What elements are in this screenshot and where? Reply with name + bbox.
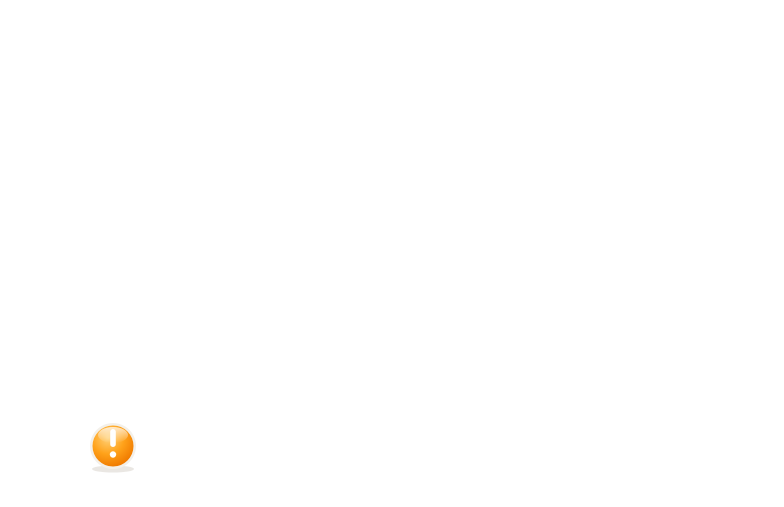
warning-exclamation-icon (90, 423, 136, 473)
alert-indicator (86, 420, 140, 476)
